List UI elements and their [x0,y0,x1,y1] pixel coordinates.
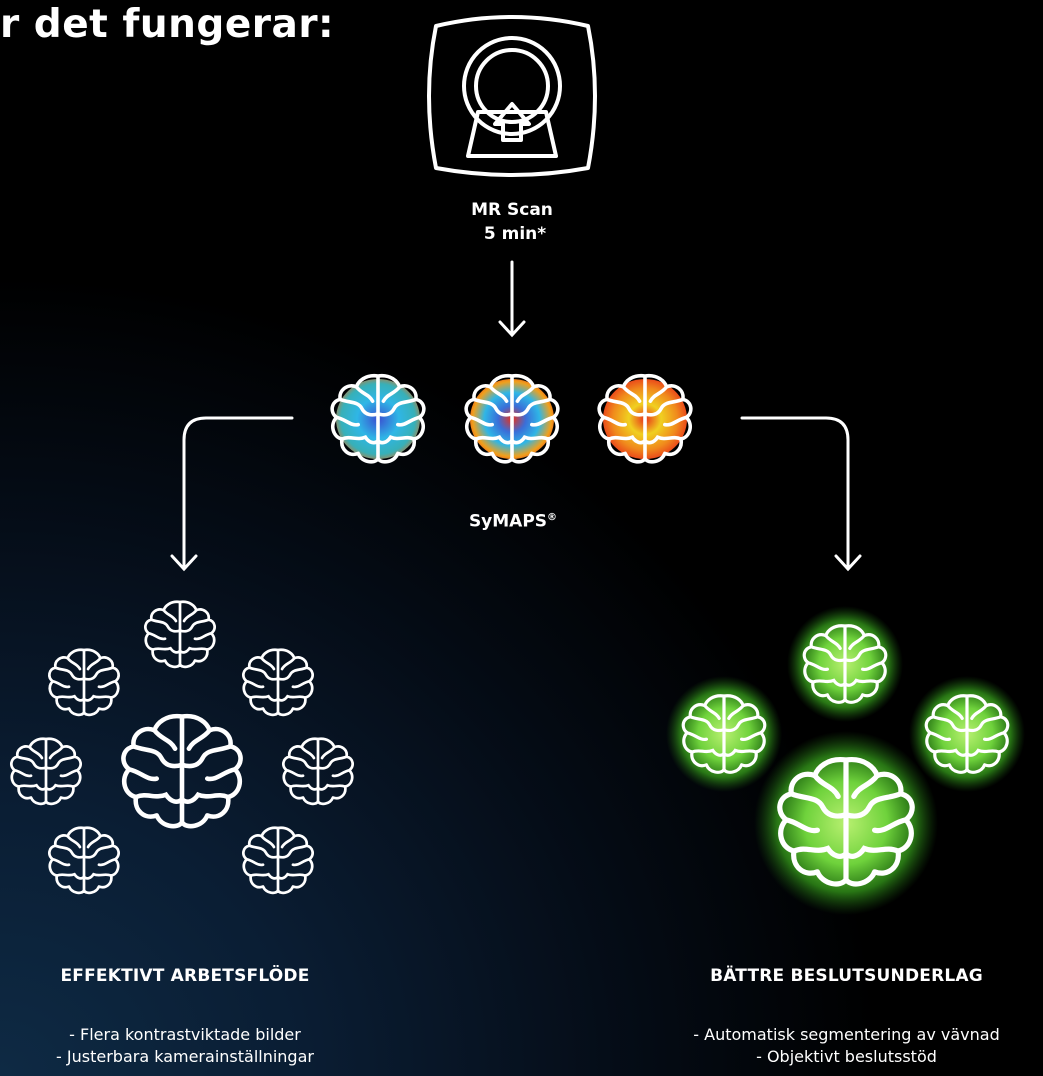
list-item: - Justerbara kamerainställningar [56,1047,314,1066]
brain-cluster-left [10,600,354,895]
list-item: - Automatisk segmentering av vävnad [693,1025,1000,1044]
brain-icon [48,826,120,895]
arrow-down-icon [498,260,526,338]
brain-icon [754,731,938,915]
scanner-label-duration: 5 min* [483,224,547,244]
right-bullets: - Automatisk segmentering av vävnad - Ob… [650,1024,1043,1068]
brain-icon [242,826,314,895]
symaps-brain-3 [597,373,693,464]
list-item: - Objektivt beslutsstöd [756,1047,937,1066]
scanner-label-name: MR Scan [471,200,553,220]
brain-icon [787,606,903,722]
symaps-label-text: SyMAPS [468,511,548,532]
brain-icon [666,676,782,792]
list-item: - Flera kontrastviktade bilder [69,1025,301,1044]
mri-scanner-icon [427,15,597,177]
brain-icon [123,716,240,826]
symaps-brain-2 [464,373,560,464]
brain-icon [282,737,354,806]
scanner-label: MR Scan 5 min* [452,198,572,246]
brain-icon [144,600,216,669]
brain-icon [242,648,314,717]
right-heading: BÄTTRE BESLUTSUNDERLAG [710,966,983,986]
brain-icon [10,737,82,806]
left-heading: EFFEKTIVT ARBETSFLÖDE [60,966,310,986]
page-title: r det fungerar: [0,2,330,47]
symaps-brain-1 [330,373,426,464]
symaps-label: SyMAPS® [440,506,586,534]
brain-cluster-right [666,606,1025,915]
brain-icon [909,676,1025,792]
branch-arrow-right [740,416,862,572]
branch-arrow-left [170,416,294,572]
left-bullets: - Flera kontrastviktade bilder - Justerb… [0,1024,370,1068]
brain-icon [48,648,120,717]
registered-mark: ® [547,512,558,523]
